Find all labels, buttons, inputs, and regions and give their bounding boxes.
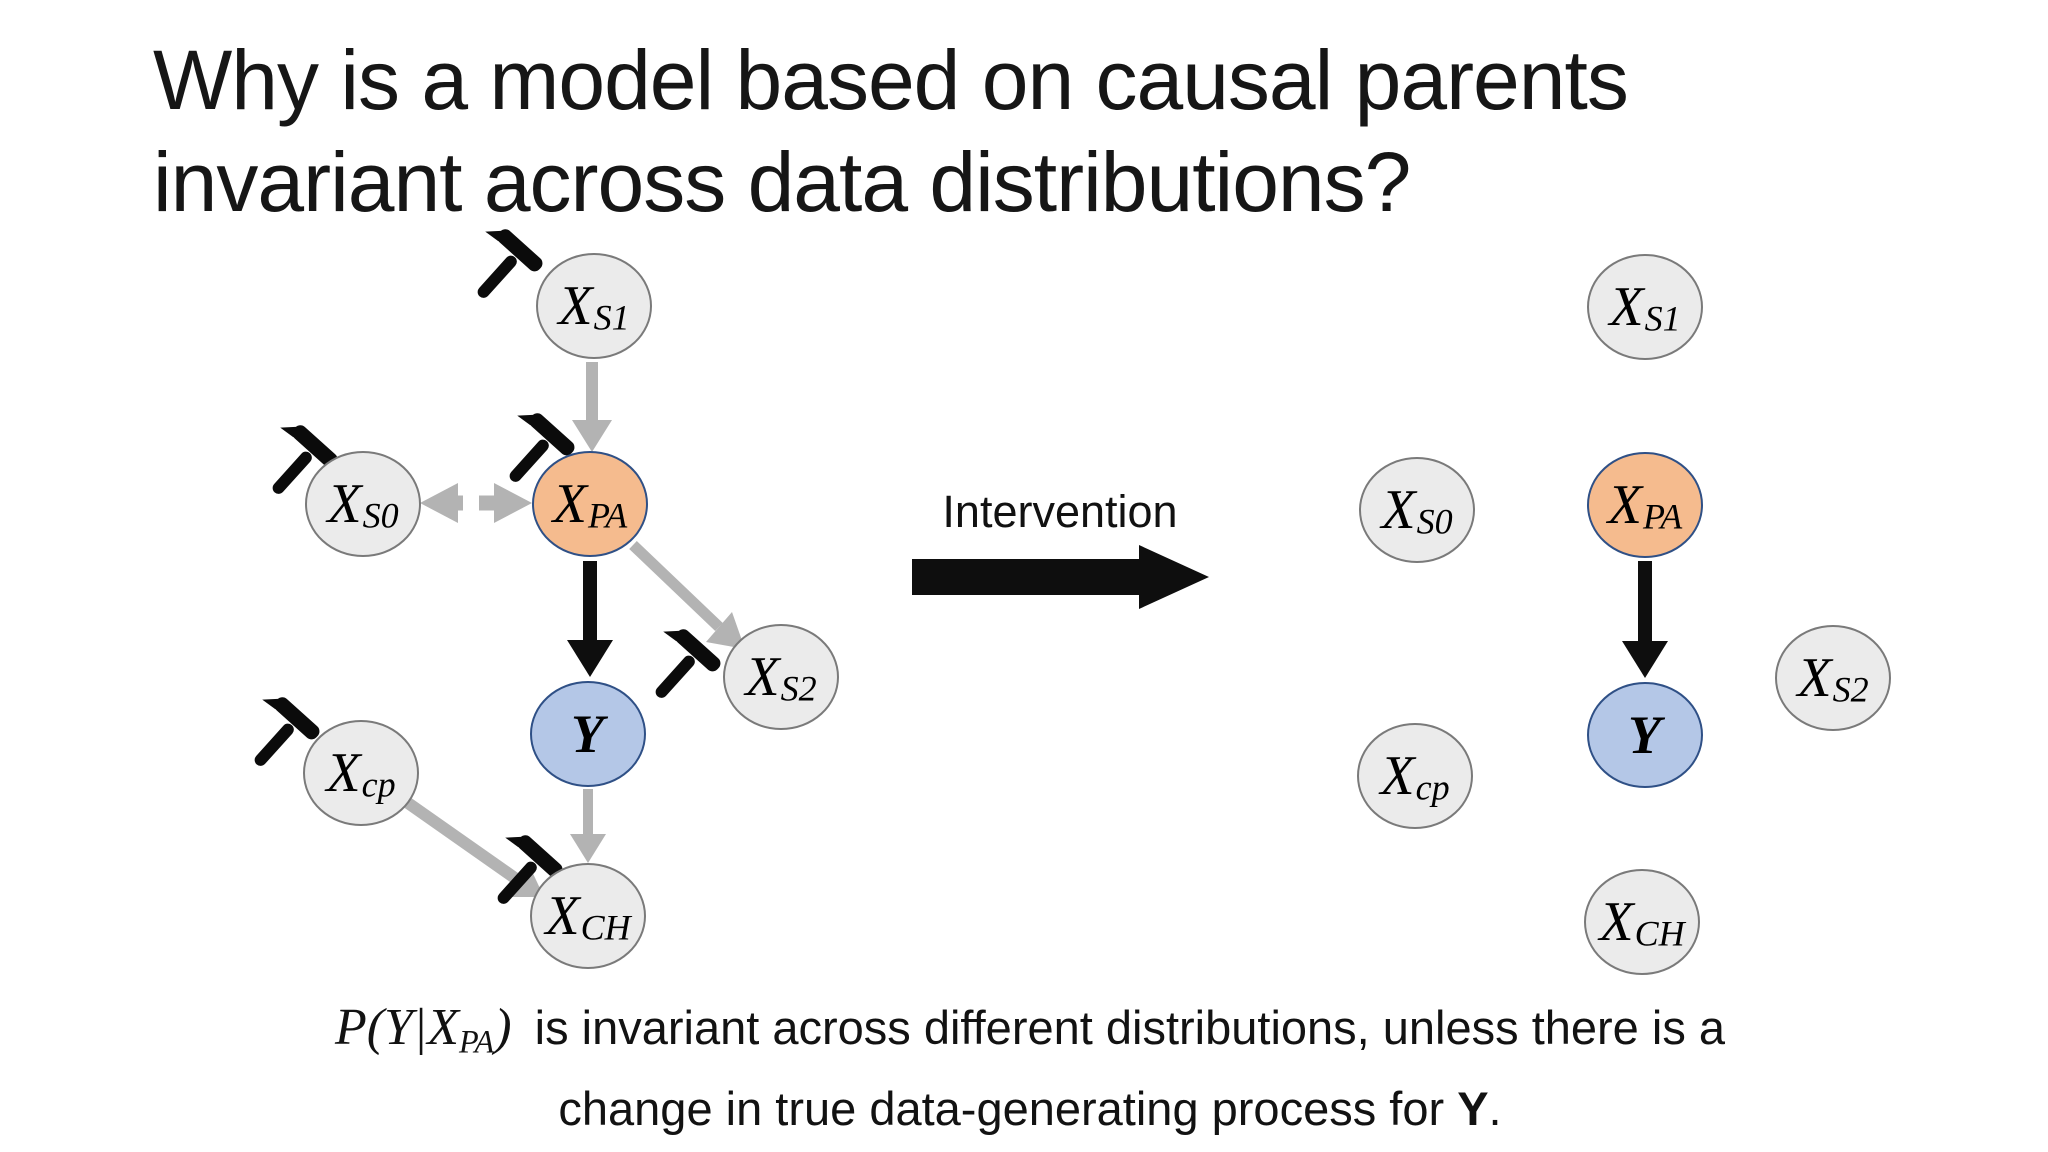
caption: P(Y|XPA) is invariant across different d… [110, 990, 1950, 1147]
caption-line2: change in true data-generating process f… [558, 1082, 1502, 1135]
hammer-icon-xs1 [450, 219, 546, 314]
edge-xpa-xs2 [629, 541, 745, 649]
node-y-left: Y [530, 681, 646, 787]
edge-xs1-xpa [572, 362, 612, 452]
title-line2: invariant across data distributions? [153, 134, 1411, 229]
intervention-arrow [912, 545, 1209, 609]
edge-xpa-y-right [1622, 561, 1668, 678]
caption-math-term: P(Y|XPA) [334, 999, 512, 1060]
edge-xpa-y [567, 561, 613, 677]
edge-xs0-xpa-dashed [420, 483, 532, 523]
caption-bold-y: Y [1457, 1082, 1489, 1135]
edge-y-xch [570, 789, 606, 863]
hammer-icon-xs2 [628, 619, 724, 714]
caption-line1: P(Y|XPA) is invariant across different d… [334, 999, 1726, 1060]
intervention-label: Intervention [942, 486, 1178, 537]
node-y-right: Y [1587, 682, 1703, 788]
title-line1: Why is a model based on causal parents [153, 33, 1629, 127]
